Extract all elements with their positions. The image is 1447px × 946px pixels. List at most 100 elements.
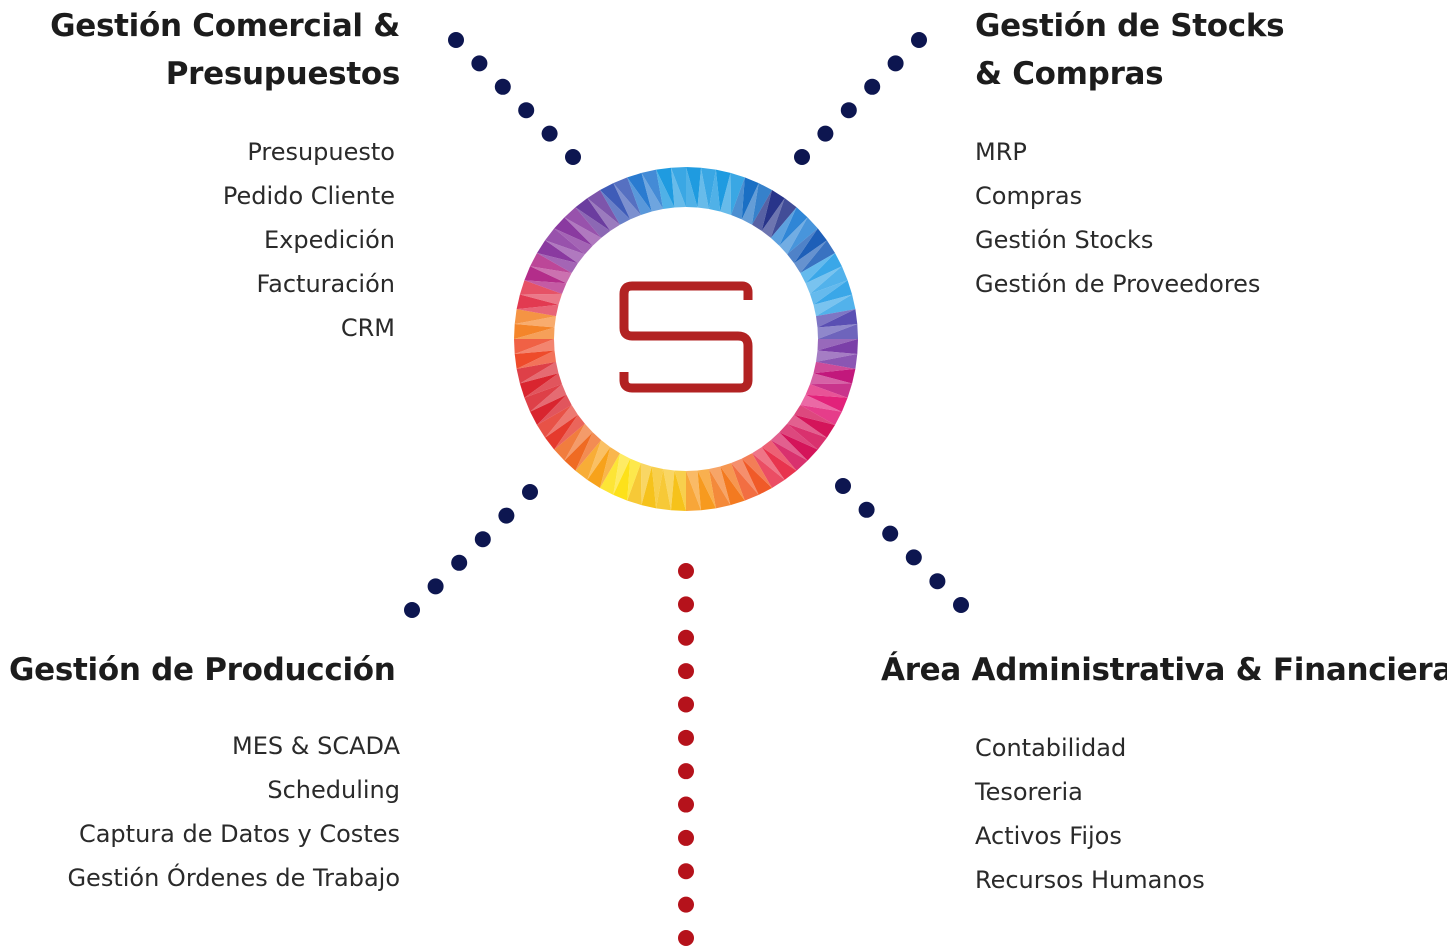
- connector-dot: [565, 149, 581, 165]
- ring-facet: [564, 432, 593, 471]
- section-title-line: Gestión Comercial &: [50, 8, 400, 44]
- section-title-produccion: Gestión de Producción: [9, 652, 396, 688]
- ring-facet: [671, 167, 686, 207]
- ring-facet: [697, 167, 709, 209]
- section-title-stocks: Gestión de Stocks & Compras: [975, 2, 1395, 98]
- ring-facet: [701, 167, 716, 209]
- ring-facet: [686, 470, 701, 511]
- ring-facet: [537, 394, 572, 425]
- connector-dot: [498, 507, 515, 524]
- connector-dot: [929, 573, 946, 590]
- ring-facet: [613, 453, 631, 495]
- vertical-dot: [678, 663, 694, 680]
- connector-dot: [518, 102, 535, 119]
- ring-facet: [627, 177, 652, 215]
- ring-facet: [686, 167, 698, 208]
- section-items-produccion: MES & SCADA Scheduling Captura de Datos …: [0, 724, 400, 900]
- ring-facet: [575, 207, 611, 238]
- ring-facet: [600, 447, 620, 488]
- ring-facet: [656, 169, 675, 209]
- ring-facet: [787, 217, 818, 255]
- connector-dot: [887, 55, 904, 72]
- logo-s-letter-icon: [619, 281, 753, 393]
- list-item: Tesoreria: [975, 778, 1083, 806]
- ring-facet: [800, 405, 842, 425]
- list-item: Scheduling: [267, 776, 400, 804]
- ring-facet: [720, 463, 745, 501]
- ring-facet: [810, 383, 853, 398]
- connector-dot: [541, 125, 558, 142]
- section-items-administrativa: Contabilidad Tesoreria Activos Fijos Rec…: [975, 726, 1395, 902]
- ring-facet: [761, 198, 785, 238]
- ring-facet: [813, 361, 856, 374]
- ring-facet: [686, 471, 701, 511]
- connector-dot: [905, 549, 922, 566]
- ring-facet: [671, 470, 686, 511]
- ring-facet: [627, 458, 641, 501]
- section-title-comercial: Gestión Comercial & Presupuestos: [0, 2, 400, 98]
- connector-dot: [474, 531, 491, 548]
- ring-facet: [731, 177, 745, 220]
- ring-facet: [779, 432, 818, 461]
- ring-facet: [816, 350, 858, 362]
- section-title-line: & Compras: [975, 56, 1164, 92]
- ring-facet: [800, 253, 835, 284]
- ring-facet: [656, 167, 675, 208]
- section-title-line: Gestión de Stocks: [975, 8, 1285, 44]
- list-item: Presupuesto: [247, 138, 395, 166]
- connector-dot: [427, 578, 444, 595]
- vertical-dot: [678, 796, 694, 813]
- ring-facet: [730, 172, 745, 215]
- ring-facet: [516, 304, 559, 317]
- ring-facet: [816, 354, 858, 369]
- ring-facet: [519, 373, 559, 398]
- ring-facet: [817, 339, 858, 354]
- ring-facet: [817, 309, 858, 328]
- section-items-comercial: Presupuesto Pedido Cliente Expedición Fa…: [0, 130, 395, 350]
- ring-facet: [545, 228, 585, 255]
- ring-facet: [519, 361, 559, 384]
- list-item: Activos Fijos: [975, 822, 1122, 850]
- ring-facet: [600, 183, 631, 220]
- ring-facet: [564, 207, 602, 238]
- ring-facet: [813, 294, 853, 317]
- ring-facet: [656, 469, 671, 511]
- ring-facet: [741, 458, 772, 495]
- ring-facet: [810, 373, 853, 385]
- ring-facet: [575, 198, 611, 231]
- ring-facet: [554, 217, 593, 246]
- ring-facet: [770, 198, 797, 238]
- vertical-dot: [678, 696, 694, 713]
- ring-facet: [516, 361, 556, 384]
- list-item: Gestión Órdenes de Trabajo: [67, 864, 400, 892]
- ring-facet: [530, 384, 567, 412]
- ring-facet: [514, 339, 554, 354]
- list-item: Recursos Humanos: [975, 866, 1205, 894]
- ring-facet: [545, 240, 585, 264]
- ring-facet: [545, 405, 578, 438]
- ring-facet: [641, 169, 664, 209]
- ring-facet: [731, 463, 759, 501]
- connector-dot: [864, 78, 881, 95]
- ring-facet: [805, 384, 848, 398]
- connector-dot: [404, 602, 420, 618]
- ring-facet: [708, 466, 731, 506]
- ring-facet: [794, 414, 835, 438]
- ring-facet: [770, 207, 797, 246]
- ring-facet: [545, 414, 578, 450]
- ring-facet: [779, 217, 808, 255]
- ring-facet: [779, 423, 818, 450]
- connector-dot: [953, 597, 969, 613]
- ring-facet: [627, 172, 652, 212]
- vertical-dot: [678, 729, 694, 746]
- list-item: CRM: [340, 314, 395, 342]
- ring-facet: [514, 327, 555, 339]
- ring-facet: [514, 339, 555, 354]
- ring-facet: [810, 266, 848, 294]
- list-item: Compras: [975, 182, 1083, 210]
- ring-facet: [761, 447, 797, 480]
- list-item: MES & SCADA: [232, 732, 400, 760]
- ring-facet: [575, 432, 602, 471]
- vertical-dot: [678, 930, 694, 946]
- ring-facet: [731, 458, 759, 495]
